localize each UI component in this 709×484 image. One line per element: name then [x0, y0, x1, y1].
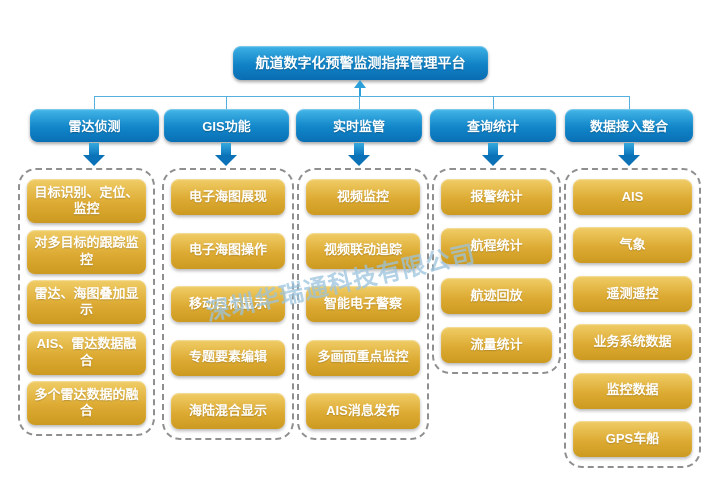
feature-node: 航迹回放: [441, 277, 552, 314]
feature-node: 对多目标的跟踪监控: [27, 229, 146, 274]
feature-node: 视频联动追踪: [306, 232, 420, 269]
feature-node: 移动目标显示: [171, 286, 285, 322]
feature-node: 航程统计: [441, 228, 552, 265]
down-arrow-icon: [618, 143, 640, 166]
group-realtime-supervision: 视频监控 视频联动追踪 智能电子警察 多画面重点监控 AIS消息发布: [297, 168, 429, 440]
feature-node: 多画面重点监控: [306, 339, 420, 376]
platform-title-node: 航道数字化预警监测指挥管理平台: [233, 46, 488, 80]
feature-node: 气象: [573, 227, 692, 264]
group-query-statistics: 报警统计 航程统计 航迹回放 流量统计: [432, 168, 561, 374]
connector-stub: [629, 96, 630, 109]
feature-node: 报警统计: [441, 179, 552, 215]
connector-stub: [493, 96, 494, 109]
category-gis-functions: GIS功能: [164, 109, 289, 142]
feature-node: AIS消息发布: [306, 393, 420, 429]
down-arrow-icon: [215, 143, 237, 166]
category-data-integration: 数据接入整合: [565, 109, 693, 142]
connector-stub: [94, 96, 95, 109]
up-arrow-icon: [354, 80, 366, 88]
group-data-integration: AIS 气象 遥测遥控 业务系统数据 监控数据 GPS车船: [564, 168, 701, 468]
feature-node: 遥测遥控: [573, 275, 692, 312]
feature-node: 业务系统数据: [573, 324, 692, 361]
feature-node: 流量统计: [441, 326, 552, 363]
down-arrow-icon: [348, 143, 370, 166]
feature-node: 监控数据: [573, 372, 692, 409]
feature-node: 海陆混合显示: [171, 393, 285, 429]
feature-node: 多个雷达数据的融合: [27, 381, 146, 425]
feature-node: GPS车船: [573, 420, 692, 457]
connector-horizontal-line: [94, 96, 630, 97]
feature-node: 专题要素编辑: [171, 339, 285, 376]
category-query-statistics: 查询统计: [430, 109, 556, 142]
down-arrow-icon: [83, 143, 105, 166]
connector-stub: [359, 96, 360, 109]
feature-node: AIS、雷达数据融合: [27, 330, 146, 375]
feature-node: 视频监控: [306, 179, 420, 215]
group-gis-functions: 电子海图展现 电子海图操作 移动目标显示 专题要素编辑 海陆混合显示: [162, 168, 294, 440]
up-arrow-line: [359, 88, 361, 96]
feature-node: 智能电子警察: [306, 286, 420, 322]
feature-node: 电子海图操作: [171, 232, 285, 269]
feature-node: 雷达、海图叠加显示: [27, 280, 146, 324]
down-arrow-icon: [482, 143, 504, 166]
group-radar-detection: 目标识别、定位、监控 对多目标的跟踪监控 雷达、海图叠加显示 AIS、雷达数据融…: [18, 168, 155, 436]
feature-node: 目标识别、定位、监控: [27, 179, 146, 223]
feature-node: 电子海图展现: [171, 179, 285, 215]
connector-stub: [226, 96, 227, 109]
feature-node: AIS: [573, 179, 692, 215]
category-radar-detection: 雷达侦测: [30, 109, 159, 142]
category-realtime-supervision: 实时监管: [296, 109, 422, 142]
